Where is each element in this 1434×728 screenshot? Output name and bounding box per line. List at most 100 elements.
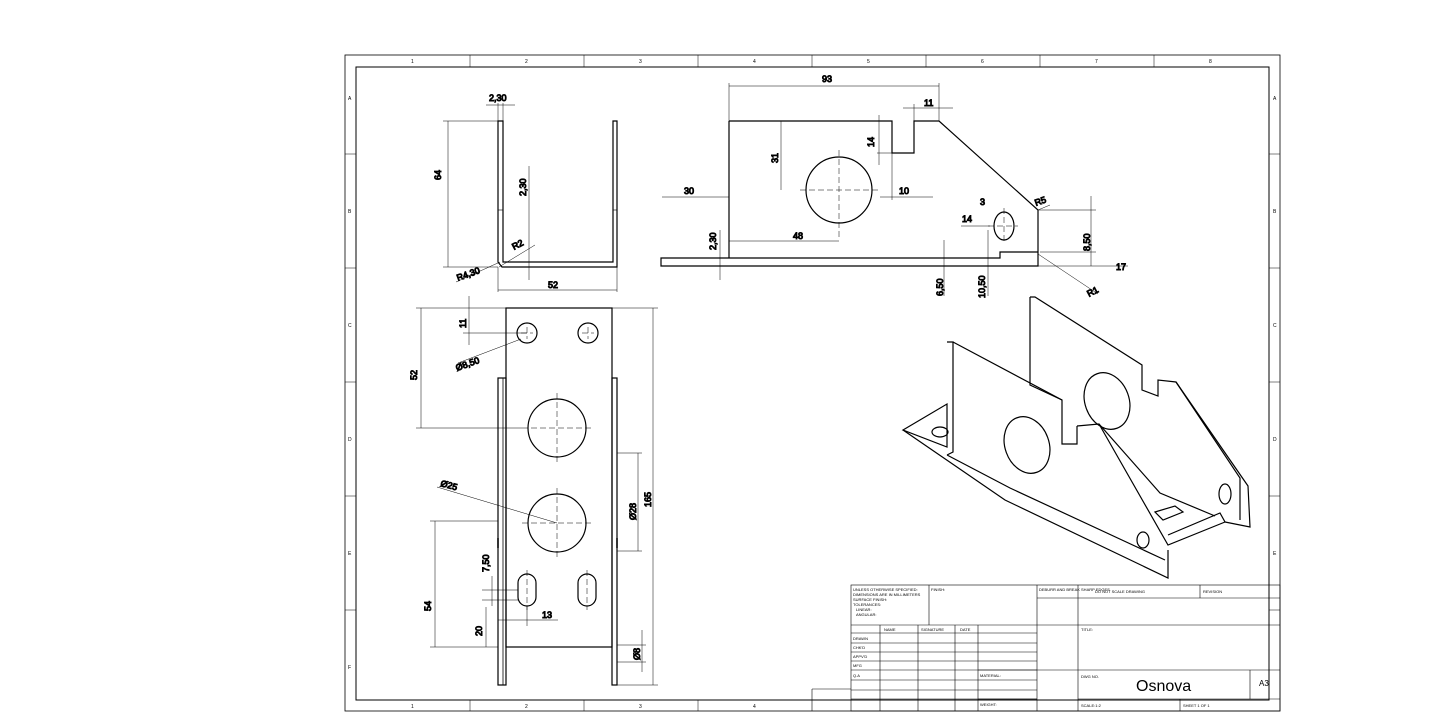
zone-top-4: 4 bbox=[753, 59, 756, 65]
zone-right-a: A bbox=[1273, 96, 1277, 102]
tb-linear: LINEAR: bbox=[856, 607, 872, 612]
tb-unless: UNLESS OTHERWISE SPECIFIED: bbox=[853, 587, 918, 592]
dim-mount-hole-dia: Ø8,50 bbox=[454, 355, 480, 373]
iso-hole-back bbox=[1083, 372, 1131, 430]
tb-finish: FINISH: bbox=[931, 587, 945, 592]
tb-drawing-name: Osnova bbox=[1136, 678, 1191, 695]
bottom-view: 11 Ø8,50 52 Ø25 Ø28 165 7,50 54 13 20 Ø8 bbox=[409, 296, 658, 686]
tb-revision: REVISION bbox=[1203, 589, 1222, 594]
inner-border bbox=[355, 66, 1270, 701]
side-centerlines bbox=[800, 150, 1018, 244]
iso-hole-front bbox=[1003, 416, 1051, 474]
tb-material: MATERIAL: bbox=[980, 673, 1001, 678]
zone-labels: 1 2 3 4 5 6 7 8 1 2 3 4 A B C D E F A B … bbox=[348, 59, 1277, 710]
tb-col-name: NAME bbox=[884, 627, 896, 632]
zone-right-e: E bbox=[1273, 551, 1277, 557]
dim-dia-8: Ø8 bbox=[632, 648, 642, 660]
zone-left-a: A bbox=[348, 96, 352, 102]
dim-radius-r5: R5 bbox=[1033, 195, 1047, 208]
dim-20: 20 bbox=[474, 626, 484, 636]
bottom-dims bbox=[416, 296, 658, 686]
tb-weight: WEIGHT: bbox=[980, 702, 997, 707]
zone-top-5: 5 bbox=[867, 59, 870, 65]
bottom-centerlines bbox=[521, 327, 594, 610]
tb-do-not-scale: DO NOT SCALE DRAWING bbox=[1095, 589, 1145, 594]
title-block-text: UNLESS OTHERWISE SPECIFIED: DIMENSIONS A… bbox=[853, 587, 1269, 708]
dim-52: 52 bbox=[409, 370, 419, 380]
dim-thickness-230: 2,30 bbox=[708, 232, 718, 250]
zone-left-c: C bbox=[348, 323, 352, 329]
zone-left-e: E bbox=[348, 551, 352, 557]
dim-3: 3 bbox=[980, 197, 985, 207]
zone-bottom-1: 1 bbox=[411, 704, 414, 710]
zone-right-b: B bbox=[1273, 209, 1277, 215]
tb-title-label: TITLE: bbox=[1081, 627, 1093, 632]
side-dims bbox=[662, 83, 1128, 296]
zone-bottom-4: 4 bbox=[753, 704, 756, 710]
zone-top-8: 8 bbox=[1209, 59, 1212, 65]
dim-850: 8,50 bbox=[1082, 233, 1092, 251]
zone-right-c: C bbox=[1273, 323, 1277, 329]
zone-top-6: 6 bbox=[981, 59, 984, 65]
zone-right-d: D bbox=[1273, 437, 1277, 443]
tb-surface: SURFACE FINISH: bbox=[853, 597, 887, 602]
dim-750: 7,50 bbox=[481, 554, 491, 572]
tb-sheet-size: A3 bbox=[1259, 679, 1269, 688]
zone-left-d: D bbox=[348, 437, 352, 443]
mount-hole-right bbox=[577, 322, 599, 344]
tb-dwg-no-label: DWG NO. bbox=[1081, 674, 1099, 679]
tb-row-mfg: MFG bbox=[853, 663, 862, 668]
tb-col-date: DATE bbox=[960, 627, 971, 632]
tb-sheet-count: SHEET 1 OF 1 bbox=[1183, 703, 1210, 708]
tb-row-qa: Q.A bbox=[853, 673, 860, 678]
tb-tolerances: TOLERANCES: bbox=[853, 602, 881, 607]
zone-bottom-3: 3 bbox=[639, 704, 642, 710]
zone-top-2: 2 bbox=[525, 59, 528, 65]
dim-slot-width-11: 11 bbox=[924, 98, 933, 108]
zone-top-1: 1 bbox=[411, 59, 414, 65]
dim-hole-height-31: 31 bbox=[770, 153, 780, 163]
left-flange bbox=[497, 377, 507, 686]
dim-thickness-top: 2,30 bbox=[489, 93, 507, 103]
zone-left-b: B bbox=[348, 209, 352, 215]
iso-slot bbox=[1153, 505, 1185, 521]
dim-radius-r1: R1 bbox=[1085, 285, 1100, 299]
dim-height-64: 64 bbox=[433, 170, 443, 180]
zone-left-f: F bbox=[348, 665, 351, 671]
outer-border bbox=[344, 54, 1281, 712]
front-view: 2,30 64 2,30 R2 R4,30 52 bbox=[433, 93, 618, 292]
dim-radius-r2: R2 bbox=[510, 238, 525, 252]
tb-scale: SCALE:1:2 bbox=[1081, 703, 1102, 708]
dim-length-93: 93 bbox=[822, 74, 832, 84]
dim-650: 6,50 bbox=[935, 278, 945, 296]
tb-row-drawn: DRAWN bbox=[853, 636, 868, 641]
tb-row-chkd: CHK'D bbox=[853, 645, 865, 650]
side-view: 93 11 14 31 10 30 48 2,30 R5 3 14 8,50 1… bbox=[660, 74, 1128, 299]
bracket-side-outline bbox=[660, 120, 1039, 267]
dim-17: 17 bbox=[1116, 262, 1126, 272]
dim-hole-offset-11: 11 bbox=[458, 319, 468, 328]
dim-hole-x-48: 48 bbox=[793, 231, 803, 241]
dim-slot-offset-10: 10 bbox=[899, 186, 909, 196]
dim-width-52: 52 bbox=[548, 280, 558, 290]
u-channel-outline bbox=[497, 120, 618, 268]
dim-dia-25: Ø25 bbox=[439, 478, 458, 492]
dim-length-165: 165 bbox=[643, 492, 653, 507]
right-flange bbox=[611, 377, 618, 686]
tb-angular: ANGULAR: bbox=[856, 612, 876, 617]
iso-hole-side bbox=[1218, 483, 1232, 505]
dim-left-30: 30 bbox=[684, 186, 694, 196]
zone-top-3: 3 bbox=[639, 59, 642, 65]
dim-54: 54 bbox=[423, 601, 433, 611]
tb-row-appvd: APPV'D bbox=[853, 654, 867, 659]
tb-deburr: DEBURR AND BREAK SHARP EDGES bbox=[1039, 587, 1110, 592]
dim-13: 13 bbox=[542, 610, 552, 620]
front-dims bbox=[443, 103, 618, 292]
zone-ticks bbox=[345, 55, 1280, 711]
zone-top-7: 7 bbox=[1095, 59, 1098, 65]
dim-dia-28: Ø28 bbox=[628, 503, 638, 520]
iso-hole-side-small bbox=[1136, 531, 1150, 549]
tb-dims-mm: DIMENSIONS ARE IN MILLIMETERS bbox=[853, 592, 921, 597]
dim-radius-r430: R4,30 bbox=[455, 265, 481, 283]
